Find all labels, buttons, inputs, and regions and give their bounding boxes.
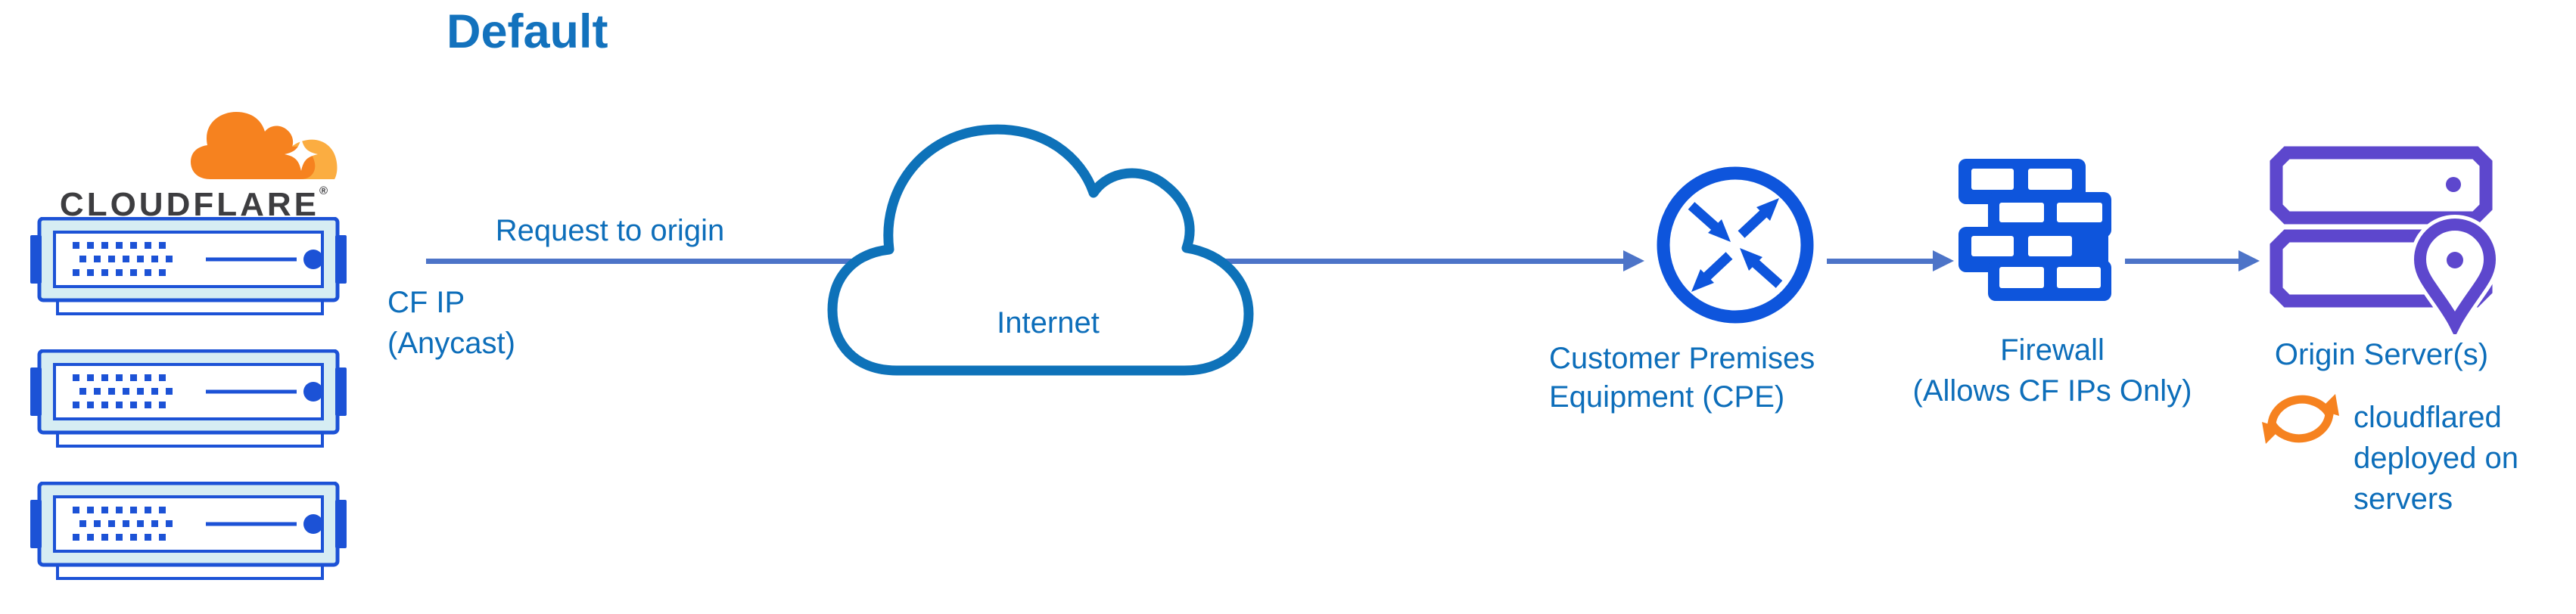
cf-ip-anycast-label: CF IP (Anycast) [387, 282, 515, 364]
firewall-to-origin-arrow-line [2125, 259, 2238, 264]
cloudflared-note-line2: deployed on [2354, 442, 2518, 475]
firewall-label-line2: (Allows CF IPs Only) [1912, 374, 2192, 408]
cloudflared-note-line3: servers [2354, 482, 2453, 516]
firewall-label-line1: Firewall [2000, 333, 2105, 367]
internet-cloud-icon [827, 124, 1254, 376]
cpe-to-firewall-arrow-line [1827, 259, 1933, 264]
cf-ip-line2: (Anycast) [387, 327, 515, 360]
cloudflared-note-line1: cloudflared [2354, 401, 2502, 434]
origin-server-label: Origin Server(s) [2274, 338, 2489, 371]
cf-ip-line1: CF IP [387, 286, 465, 319]
cpe-router-icon [1657, 166, 1814, 324]
request-to-origin-label: Request to origin [495, 214, 725, 247]
cloudflared-note: cloudflared deployed on servers [2354, 397, 2518, 519]
firewall-label: Firewall (Allows CF IPs Only) [1878, 330, 2226, 411]
diagram-title: Default [446, 5, 608, 58]
cloudflare-wordmark: CLOUDFLARE® [59, 185, 328, 223]
location-pin-icon [2410, 215, 2500, 334]
cpe-label: Customer Premises Equipment (CPE) [1549, 340, 1815, 417]
cf-server-icon-3 [30, 482, 347, 581]
cf-server-icon-2 [30, 349, 347, 449]
cpe-label-line1: Customer Premises [1549, 342, 1815, 375]
firewall-to-origin-arrowhead [2238, 250, 2260, 271]
cpe-label-line2: Equipment (CPE) [1549, 380, 1785, 414]
firewall-icon [1958, 159, 2111, 301]
origin-server-icon [2270, 146, 2500, 334]
internet-label: Internet [997, 306, 1100, 340]
cloudflare-logo-icon [191, 112, 338, 179]
registered-mark: ® [319, 185, 328, 197]
sync-arrows-icon [2262, 394, 2339, 444]
cpe-to-firewall-arrowhead [1933, 250, 1954, 271]
cf-server-icon-1 [30, 217, 347, 317]
request-arrowhead [1623, 250, 1644, 271]
